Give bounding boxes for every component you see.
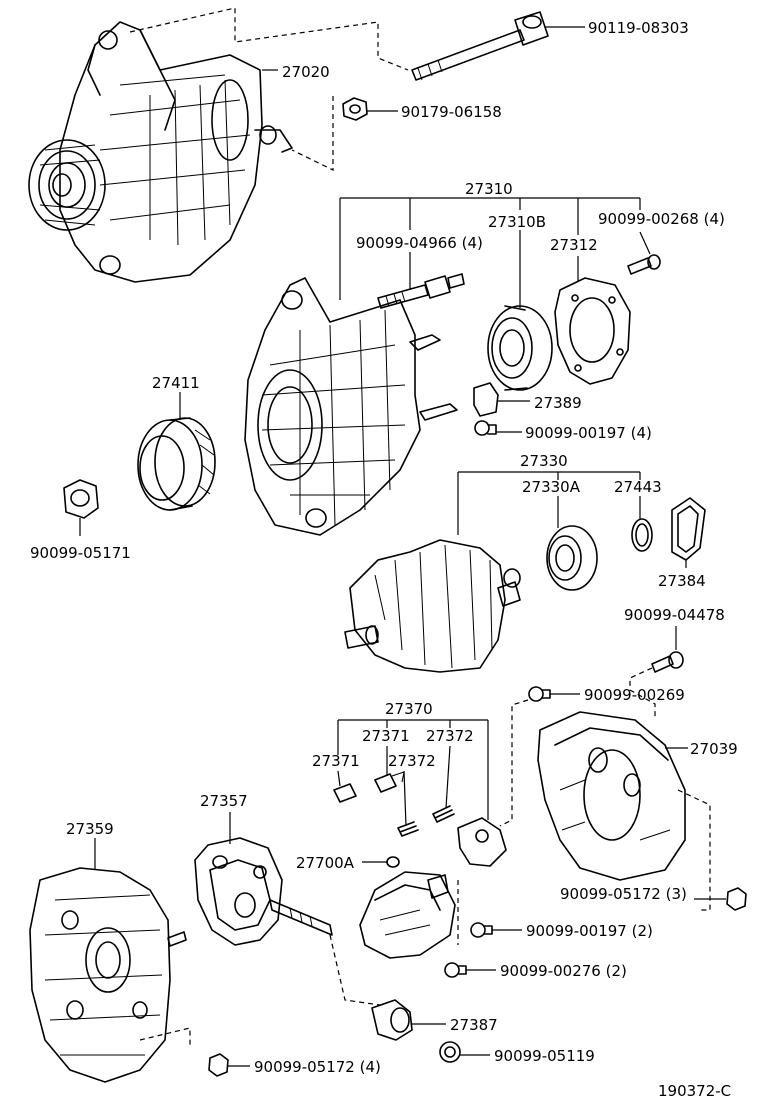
pulley-drawing <box>137 417 216 511</box>
label-90099-00197-4: 90099-00197 (4) <box>525 424 652 442</box>
nut-90099-05172-4-drawing <box>208 1053 229 1077</box>
bearing-cover-drawing <box>473 382 499 417</box>
label-27443: 27443 <box>614 478 662 496</box>
leader-27372b <box>445 745 451 809</box>
pulley-nut-drawing <box>63 479 99 519</box>
label-27357: 27357 <box>200 792 248 810</box>
long-through-bolt-drawing <box>411 11 549 81</box>
brush-right-drawing <box>374 771 405 793</box>
label-90099-04478: 90099-04478 <box>624 606 725 624</box>
rotor-drawing <box>344 539 521 673</box>
diagram-code: 190372-C <box>658 1082 731 1100</box>
screw-90099-00269-drawing <box>528 686 551 702</box>
drive-end-frame-drawing <box>244 277 458 536</box>
label-90099-04966: 90099-04966 (4) <box>356 234 483 252</box>
bolt-leader-dashed <box>129 7 409 71</box>
screw-00269-dashed <box>499 699 529 827</box>
terminal-insulator-drawing <box>371 999 413 1041</box>
label-90099-00269: 90099-00269 <box>584 686 685 704</box>
insulator-dashed <box>329 934 381 1006</box>
bracket-27310 <box>339 197 641 300</box>
rectifier-drawing <box>194 837 333 946</box>
label-27700A: 27700A <box>296 854 355 872</box>
bracket-27370 <box>337 719 489 820</box>
label-90119-08303: 90119-08303 <box>588 19 689 37</box>
label-27384: 27384 <box>658 572 706 590</box>
bolt-90099-04478-drawing <box>651 651 684 673</box>
label-27371-lower: 27371 <box>312 752 360 770</box>
nut-90099-05172-3-drawing <box>726 887 747 911</box>
label-90099-00268: 90099-00268 (4) <box>598 210 725 228</box>
spring-left-drawing <box>397 821 419 837</box>
label-27312: 27312 <box>550 236 598 254</box>
rear-cover-drawing <box>537 711 686 881</box>
label-90099-00276: 90099-00276 (2) <box>500 962 627 980</box>
label-90099-05171: 90099-05171 <box>30 544 131 562</box>
screw-90099-00268-drawing <box>627 254 661 275</box>
part-labels: 27020 90119-08303 90179-06158 27310 2731… <box>30 19 738 1100</box>
label-27411: 27411 <box>152 374 200 392</box>
bolt-04478-dashed <box>629 667 656 720</box>
label-27370: 27370 <box>385 700 433 718</box>
nut-90099-05119-drawing <box>439 1041 461 1063</box>
spring-right-drawing <box>432 805 455 823</box>
terminal-nut-drawing <box>342 97 368 121</box>
label-90099-05172-4: 90099-05172 (4) <box>254 1058 381 1076</box>
nut-leader-dashed <box>291 96 334 171</box>
brush-left-drawing <box>333 783 357 803</box>
leader-27372a <box>403 770 407 827</box>
bearing-27310B-drawing <box>487 305 553 391</box>
stud-bolt-drawing <box>377 273 465 309</box>
label-90179-06158: 90179-06158 <box>401 103 502 121</box>
label-90099-00197-2: 90099-00197 (2) <box>526 922 653 940</box>
insulator-27384-drawing <box>671 497 706 561</box>
label-27330A: 27330A <box>522 478 581 496</box>
screw-90099-00276-drawing <box>444 962 467 978</box>
screw-90099-00197-2-drawing <box>470 922 493 938</box>
label-90099-05172-3: 90099-05172 (3) <box>560 885 687 903</box>
label-27371-upper: 27371 <box>362 727 410 745</box>
bracket-27330 <box>457 471 641 535</box>
leader-27371a <box>337 770 341 787</box>
regulator-drawing <box>359 856 456 959</box>
label-27020: 27020 <box>282 63 330 81</box>
label-27389: 27389 <box>534 394 582 412</box>
nut-05172-3-dashed <box>677 789 711 911</box>
ring-27443-drawing <box>631 518 653 552</box>
rear-frame-drawing <box>29 867 187 1083</box>
label-27359: 27359 <box>66 820 114 838</box>
leader-90099-00268 <box>639 231 651 255</box>
label-27387: 27387 <box>450 1016 498 1034</box>
label-27372-lower: 27372 <box>388 752 436 770</box>
alternator-assembly-drawing <box>28 21 293 283</box>
label-27372-upper: 27372 <box>426 727 474 745</box>
bearing-27330A-drawing <box>546 525 598 591</box>
retainer-plate-drawing <box>554 277 631 385</box>
label-90099-05119: 90099-05119 <box>494 1047 595 1065</box>
label-27310B: 27310B <box>488 213 546 231</box>
label-27310: 27310 <box>465 180 513 198</box>
screw-90099-00197-4-drawing <box>474 420 497 436</box>
label-27330: 27330 <box>520 452 568 470</box>
label-27039: 27039 <box>690 740 738 758</box>
brush-holder-drawing <box>457 817 507 867</box>
